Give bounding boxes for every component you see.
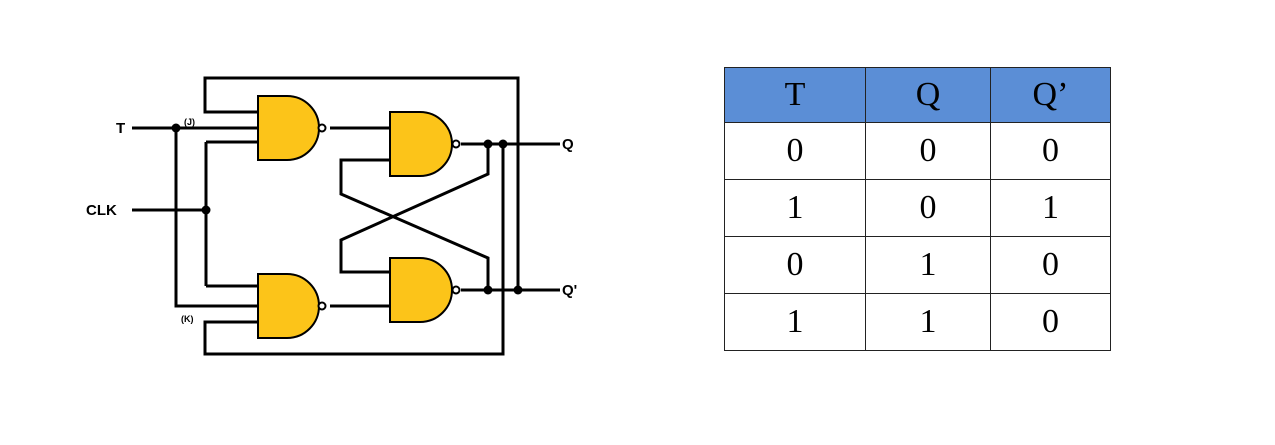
inversion-bubble xyxy=(451,285,461,295)
table-row: 1 0 1 xyxy=(724,179,1111,237)
junction-dot xyxy=(171,123,181,133)
lower-and-gate xyxy=(257,273,320,339)
wire-top-feedback xyxy=(203,76,520,290)
label-t: T xyxy=(116,120,125,137)
lower-nand-gate xyxy=(389,257,453,323)
wire-cross-q xyxy=(339,144,490,274)
junction-dot xyxy=(513,285,523,295)
label-clk: CLK xyxy=(86,202,117,219)
header-q-bar: Q’ xyxy=(990,67,1111,123)
label-k: (K) xyxy=(181,314,194,324)
table-cell: 1 xyxy=(865,236,991,294)
truth-table: T Q Q’ 0 0 0 1 0 1 0 1 0 1 1 0 xyxy=(724,67,1111,351)
upper-and-gate xyxy=(257,95,320,161)
junction-dot xyxy=(498,139,508,149)
label-q-bar: Q' xyxy=(562,282,577,299)
table-row: 0 1 0 xyxy=(724,236,1111,294)
table-cell: 0 xyxy=(990,293,1111,351)
wire-t-branch xyxy=(174,128,258,308)
table-header-row: T Q Q’ xyxy=(724,67,1111,123)
label-q: Q xyxy=(562,136,574,153)
table-cell: 0 xyxy=(724,236,866,294)
upper-nand-gate xyxy=(389,111,453,177)
table-cell: 1 xyxy=(990,179,1111,237)
wire-cross-qbar xyxy=(339,158,490,290)
table-cell: 0 xyxy=(990,236,1111,294)
table-cell: 0 xyxy=(865,122,991,180)
inversion-bubble xyxy=(317,123,327,133)
header-q: Q xyxy=(865,67,991,123)
table-cell: 0 xyxy=(724,122,866,180)
inversion-bubbles xyxy=(317,123,461,311)
table-cell: 1 xyxy=(724,179,866,237)
t-flip-flop-circuit: T CLK (J) (K) Q Q' xyxy=(86,76,577,356)
header-t: T xyxy=(724,67,866,123)
circuit-wires xyxy=(132,76,560,356)
inversion-bubble xyxy=(451,139,461,149)
table-row: 1 1 0 xyxy=(724,293,1111,351)
junction-dot xyxy=(483,139,493,149)
junction-dot xyxy=(483,285,493,295)
logic-gates xyxy=(257,95,453,339)
wire-junctions xyxy=(171,123,523,295)
junction-dot xyxy=(201,205,211,215)
table-row: 0 0 0 xyxy=(724,122,1111,180)
table-cell: 1 xyxy=(724,293,866,351)
label-j: (J) xyxy=(184,117,195,127)
table-cell: 1 xyxy=(865,293,991,351)
inversion-bubble xyxy=(317,301,327,311)
table-cell: 0 xyxy=(990,122,1111,180)
wire-bottom-feedback xyxy=(203,144,505,356)
table-cell: 0 xyxy=(865,179,991,237)
